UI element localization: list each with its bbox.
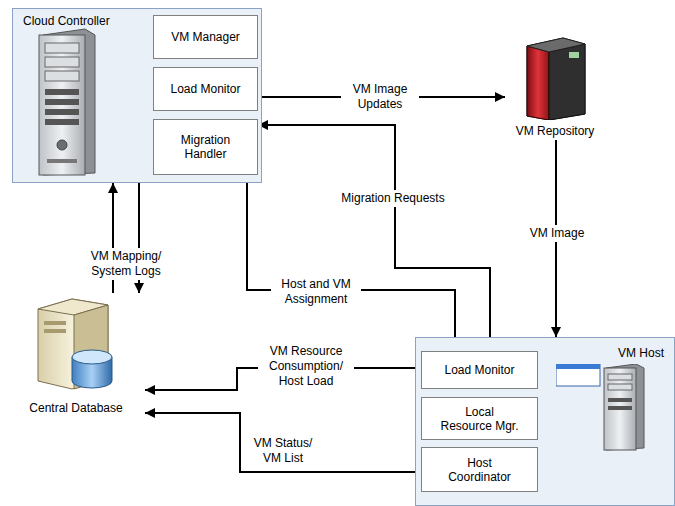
system-icon xyxy=(32,295,118,395)
edge-label: VM Image xyxy=(522,225,592,242)
edge-label: VM Resource Consumption/ Host Load xyxy=(258,343,354,390)
system-icon-node: Central Database xyxy=(20,293,145,417)
module-box: Load Monitor xyxy=(421,351,538,389)
system-icon xyxy=(35,27,97,181)
module-label: Load Monitor xyxy=(170,82,240,96)
icon-caption: VM Repository xyxy=(505,124,605,138)
edge-label: Host and VM Assignment xyxy=(271,276,361,308)
module-box: VM Manager xyxy=(153,15,258,59)
module-box: Host Coordinator xyxy=(421,447,538,492)
flow-arrow xyxy=(145,413,421,472)
system-icon-node: VM Repository xyxy=(505,36,605,140)
component-group: VM HostLoad MonitorLocal Resource Mgr. Ho… xyxy=(415,337,675,506)
edge-label: VM Status/ VM List xyxy=(244,435,322,467)
module-label: Host Coordinator xyxy=(440,456,520,484)
edge-label: Migration Requests xyxy=(328,190,458,207)
module-box: Migration Handler xyxy=(153,119,258,175)
system-icon xyxy=(523,36,587,124)
module-label: Migration Handler xyxy=(171,133,241,161)
module-label: Local Resource Mgr. xyxy=(440,405,520,433)
edge-label: VM Mapping/ System Logs xyxy=(78,248,174,280)
icon-caption: Central Database xyxy=(20,401,132,415)
module-box: Local Resource Mgr. xyxy=(421,397,538,440)
system-icon xyxy=(556,364,668,500)
module-box: Load Monitor xyxy=(153,67,258,111)
group-heading: VM Host xyxy=(618,346,664,360)
flow-arrow xyxy=(258,125,490,351)
component-group: Cloud Controller VM ManagerLoad MonitorMi… xyxy=(12,8,262,183)
group-heading: Cloud Controller xyxy=(23,14,110,28)
module-label: VM Manager xyxy=(171,30,240,44)
module-label: Load Monitor xyxy=(444,363,514,377)
edge-label: VM Image Updates xyxy=(341,81,419,113)
